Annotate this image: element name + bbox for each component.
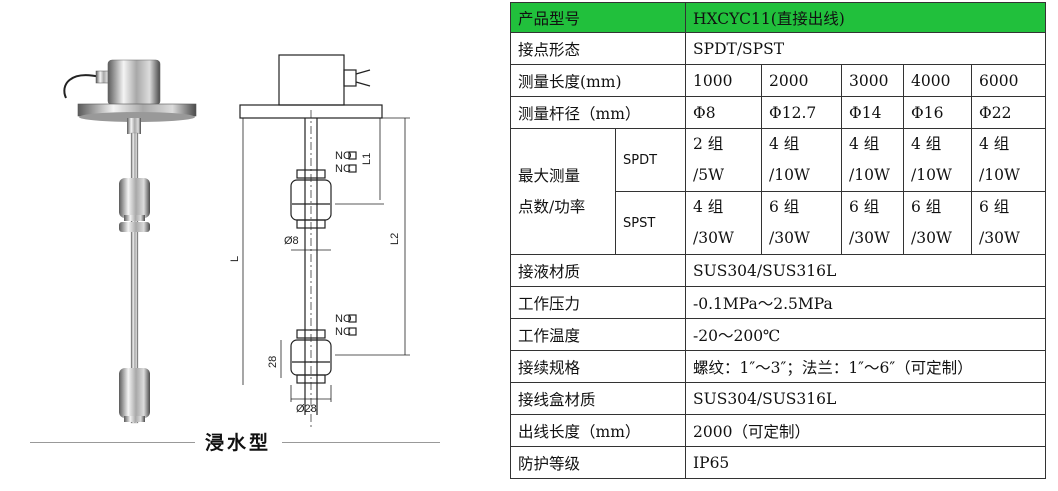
nc-label-2: NC — [335, 326, 351, 338]
contact-label: 接点形态 — [509, 32, 687, 65]
spdt-cell: 2 组/5W — [685, 128, 763, 192]
rod-cell: Φ16 — [903, 96, 973, 129]
length-cell: 6000 — [971, 64, 1047, 97]
spdt-cell: 4 组/10W — [971, 128, 1047, 192]
technical-drawing — [239, 54, 410, 430]
spst-cell: 6 组/30W — [761, 191, 843, 255]
row-length: 测量长度(mm) 1000 2000 3000 4000 6000 — [509, 64, 1047, 97]
temperature-value: -20～200℃ — [685, 318, 1047, 351]
connection-label: 接续规格 — [509, 350, 687, 383]
spdt-cell: 4 组/10W — [761, 128, 843, 192]
material-label: 接液材质 — [509, 254, 687, 287]
spst-label: SPST — [614, 191, 687, 255]
spst-cell: 4 组/30W — [685, 191, 763, 255]
no-label-2: NO — [335, 313, 352, 325]
max-points-label-line2: 点数/功率 — [518, 197, 586, 216]
spst-cell: 6 组/30W — [903, 191, 973, 255]
dim-l2: L2 — [389, 233, 401, 245]
product-drawing: NO NC NO NC L1 L2 L Ø8 28 Ø28 — [63, 54, 410, 430]
row-ip: 防护等级 IP65 — [509, 446, 1047, 479]
box-material-value: SUS304/SUS316L — [685, 382, 1047, 415]
ip-value: IP65 — [685, 446, 1047, 479]
row-box-material: 接线盒材质 SUS304/SUS316L — [509, 382, 1047, 415]
spdt-cell: 4 组/10W — [841, 128, 905, 192]
dim-float-height: 28 — [267, 356, 279, 368]
row-spdt: 最大测量 点数/功率 SPDT 2 组/5W 4 组/10W 4 组/10W 4… — [510, 128, 1047, 255]
rod-label: 测量杆径（mm） — [509, 96, 687, 129]
dim-float-diameter: Ø28 — [296, 403, 317, 415]
connection-value: 螺纹：1″～3″；法兰：1″～6″（可定制） — [685, 350, 1047, 383]
row-pressure: 工作压力 -0.1MPa～2.5MPa — [509, 286, 1047, 319]
pressure-label: 工作压力 — [509, 286, 687, 319]
row-cable: 出线长度（mm） 2000（可定制） — [509, 414, 1047, 447]
row-rod: 测量杆径（mm） Φ8 Φ12.7 Φ14 Φ16 Φ22 — [509, 96, 1047, 129]
spdt-label: SPDT — [614, 128, 687, 192]
row-contact: 接点形态 SPDT/SPST — [509, 32, 1047, 65]
nc-label: NC — [335, 163, 351, 175]
ip-label: 防护等级 — [509, 446, 687, 479]
material-value: SUS304/SUS316L — [685, 254, 1047, 287]
rod-cell: Φ14 — [841, 96, 905, 129]
dim-l1: L1 — [361, 153, 373, 165]
caption-rule-right — [282, 442, 440, 443]
length-cell: 1000 — [685, 64, 763, 97]
rod-cell: Φ8 — [685, 96, 763, 129]
length-label: 测量长度(mm) — [509, 64, 687, 97]
row-model: 产品型号 HXCYC11(直接出线) — [509, 2, 1047, 33]
no-label: NO — [335, 150, 352, 162]
row-connection: 接续规格 螺纹：1″～3″；法兰：1″～6″（可定制） — [509, 350, 1047, 383]
max-points-label: 最大测量 点数/功率 — [510, 128, 616, 255]
length-cell: 3000 — [841, 64, 905, 97]
model-value: HXCYC11(直接出线) — [685, 2, 1047, 33]
length-cell: 4000 — [903, 64, 973, 97]
dim-l: L — [229, 256, 241, 262]
length-cell: 2000 — [761, 64, 843, 97]
box-material-label: 接线盒材质 — [509, 382, 687, 415]
pressure-value: -0.1MPa～2.5MPa — [685, 286, 1047, 319]
model-label: 产品型号 — [509, 2, 687, 33]
rod-cell: Φ22 — [971, 96, 1047, 129]
sensor-photo — [63, 59, 197, 424]
row-spst: SPST 4 组/30W 6 组/30W 6 组/30W 6 组/30W 6 组… — [511, 191, 1047, 255]
spst-cell: 6 组/30W — [971, 191, 1047, 255]
row-material: 接液材质 SUS304/SUS316L — [509, 254, 1047, 287]
product-illustration: NO NC NO NC L1 L2 L Ø8 28 Ø28 浸水型 — [0, 0, 500, 491]
spst-cell: 6 组/30W — [841, 191, 905, 255]
spdt-cell: 4 组/10W — [903, 128, 973, 192]
cable-length-label: 出线长度（mm） — [509, 414, 687, 447]
spec-table: 产品型号 HXCYC11(直接出线) 接点形态 SPDT/SPST 测量长度(m… — [509, 2, 1047, 479]
cable-length-value: 2000（可定制） — [685, 414, 1047, 447]
dim-rod: Ø8 — [284, 235, 299, 247]
temperature-label: 工作温度 — [509, 318, 687, 351]
max-points-label-line1: 最大测量 — [518, 166, 581, 185]
row-temperature: 工作温度 -20～200℃ — [509, 318, 1047, 351]
contact-value: SPDT/SPST — [685, 32, 1047, 65]
rod-cell: Φ12.7 — [761, 96, 843, 129]
caption-rule-left — [30, 442, 195, 443]
caption: 浸水型 — [205, 432, 272, 454]
